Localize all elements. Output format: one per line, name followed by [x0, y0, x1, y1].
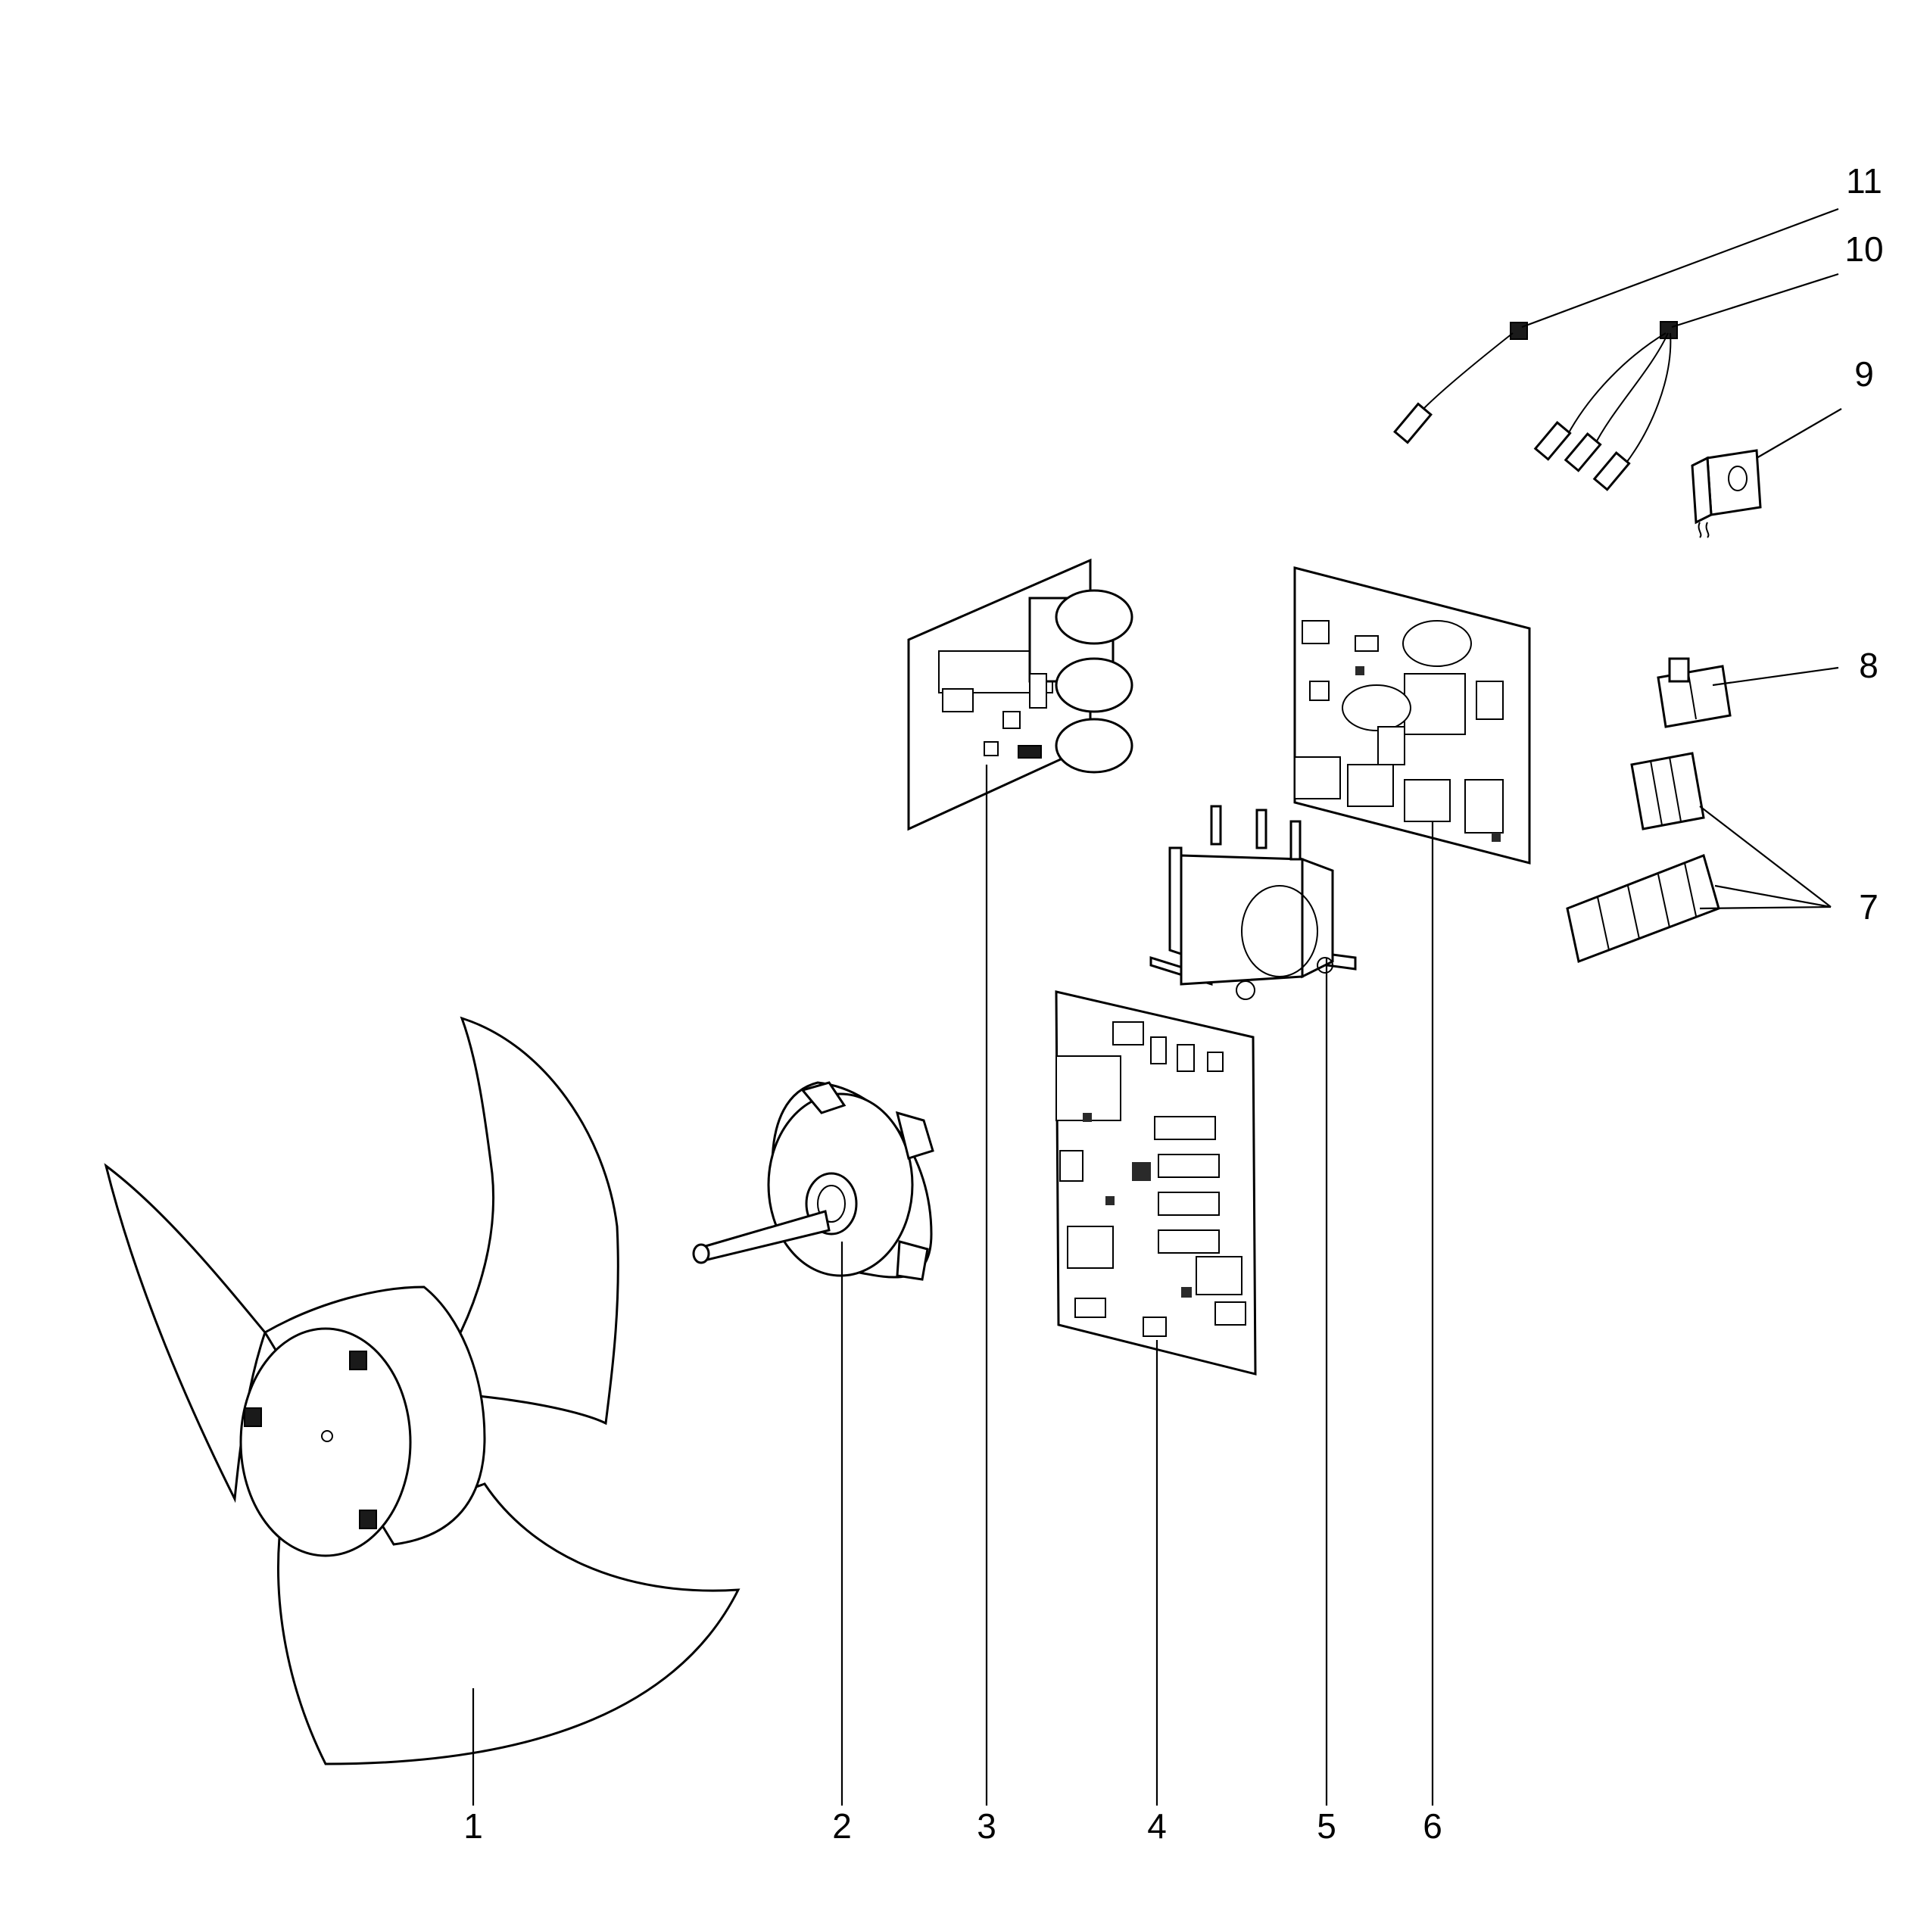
callout-1: 1 [463, 1806, 483, 1846]
leader-8 [1712, 666, 1839, 687]
leader-7b [1699, 905, 1832, 910]
callout-labels: 1 2 3 4 5 6 7 8 9 10 11 [463, 161, 1883, 1846]
callout-8: 8 [1859, 646, 1879, 685]
callout-5: 5 [1317, 1806, 1336, 1846]
leader-9 [1756, 408, 1842, 459]
single-sensor-icon [1393, 322, 1528, 444]
fan-blade-icon [104, 1016, 741, 1765]
callout-4: 4 [1147, 1806, 1167, 1846]
leader-7a [1699, 806, 1832, 908]
control-pcb-icon [1055, 990, 1257, 1376]
callout-3: 3 [977, 1806, 996, 1846]
terminal-blocks-icon [1566, 752, 1720, 964]
callout-6: 6 [1423, 1806, 1442, 1846]
leader-11 [1521, 207, 1839, 329]
leader-7c [1714, 884, 1832, 908]
fan-motor-icon [692, 1081, 934, 1281]
leader-10 [1671, 273, 1839, 329]
connector-icon [1657, 657, 1732, 728]
leader-lines [472, 207, 1842, 1806]
capacitor-board-icon [907, 558, 1133, 831]
callout-9: 9 [1854, 354, 1874, 394]
filter-pcb-icon [1293, 566, 1531, 865]
coil-icon [1691, 449, 1762, 538]
callout-7: 7 [1859, 887, 1879, 927]
relay-icon [1149, 805, 1357, 1000]
callout-10: 10 [1844, 229, 1883, 269]
callout-2: 2 [832, 1806, 852, 1846]
callout-11: 11 [1846, 161, 1882, 201]
multi-sensor-icon [1533, 321, 1678, 491]
